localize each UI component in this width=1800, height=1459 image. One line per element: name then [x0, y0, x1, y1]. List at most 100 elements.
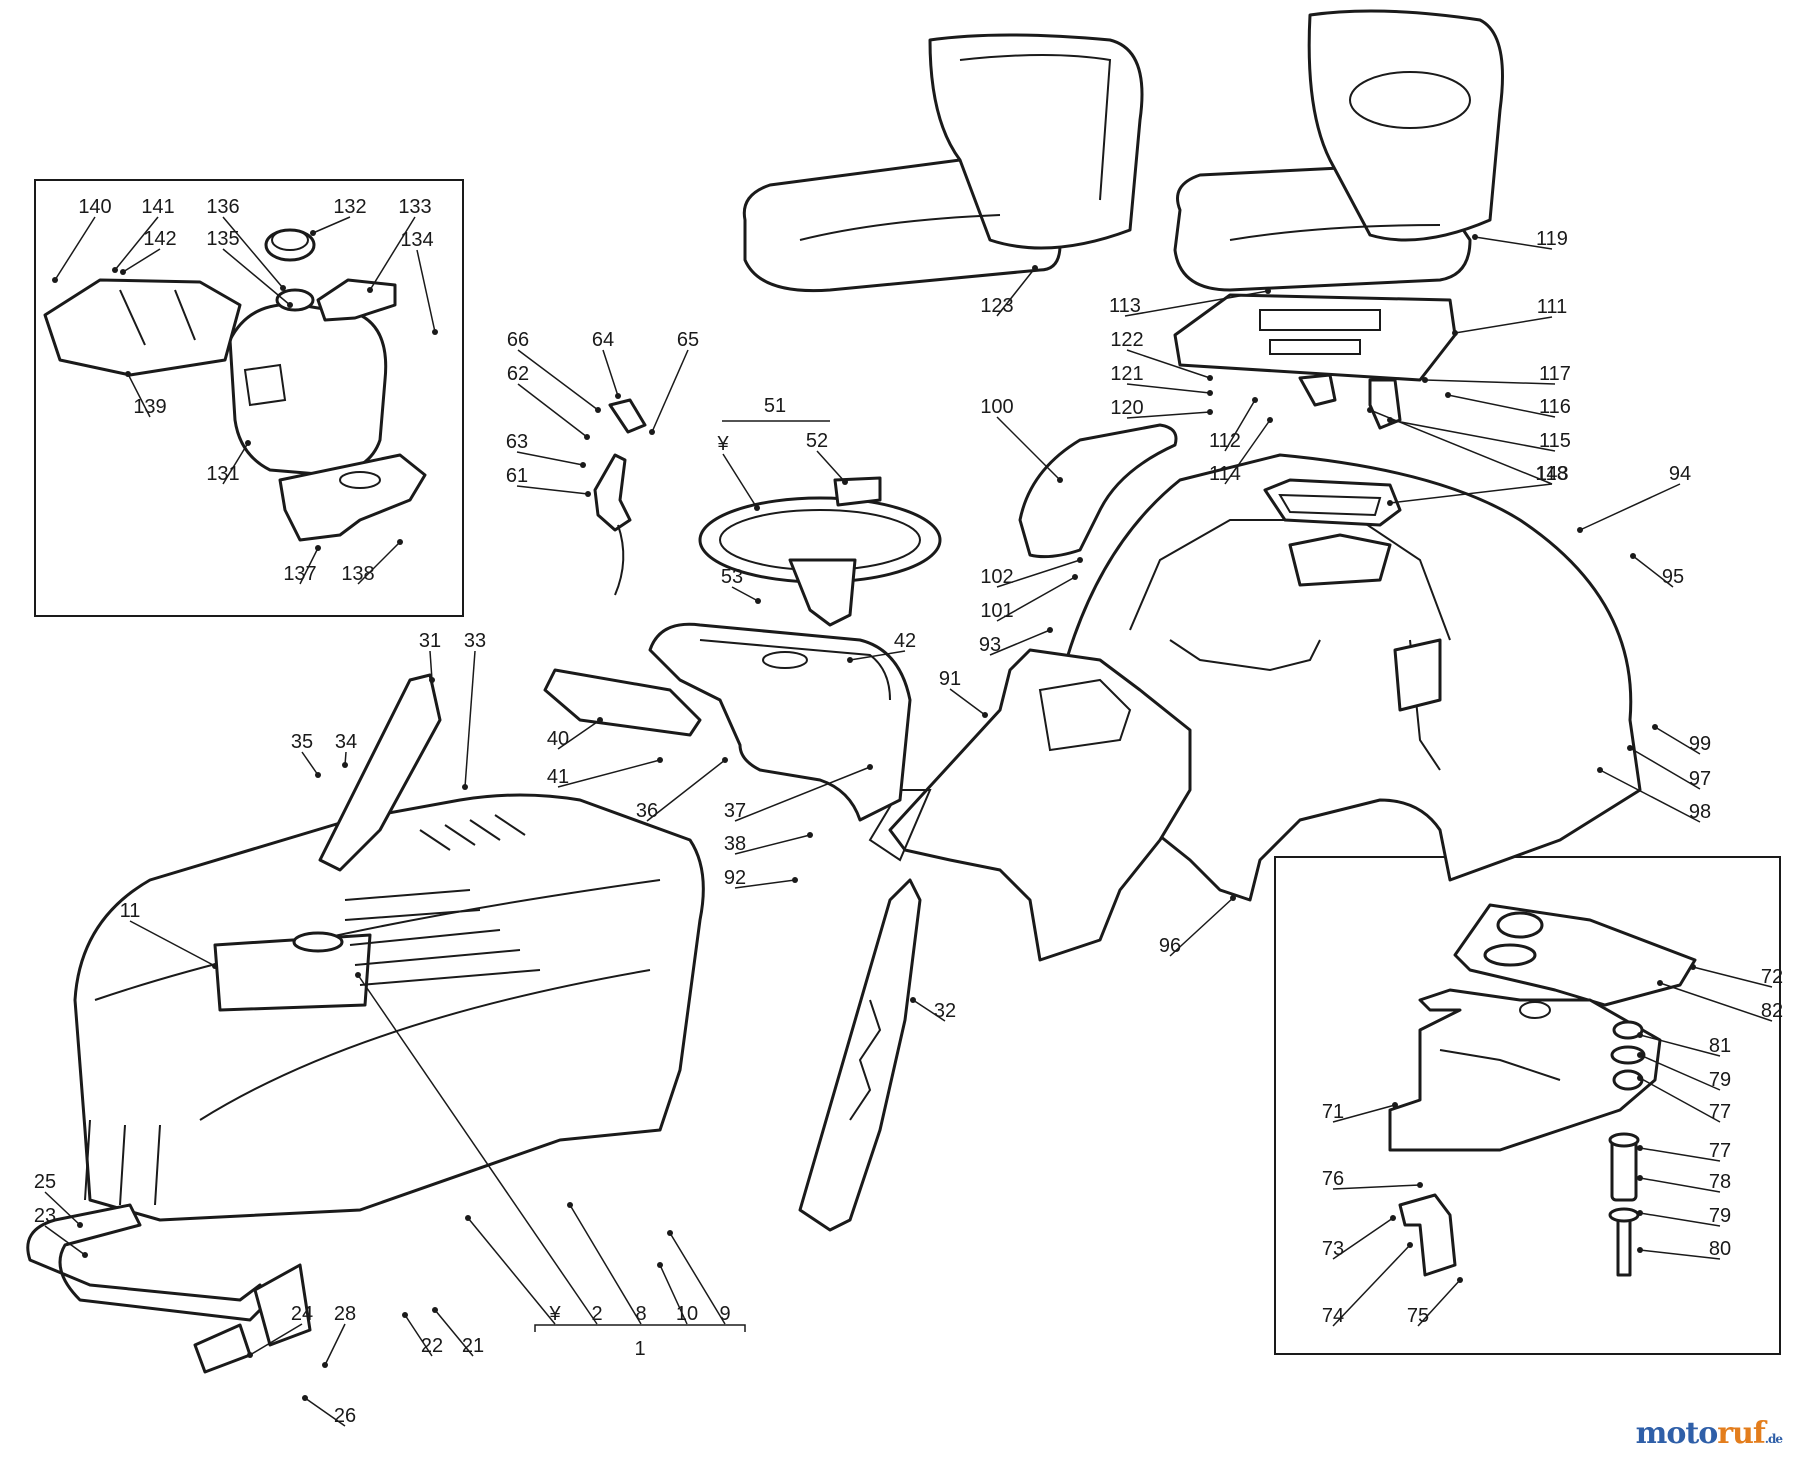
console-tray-143: [1263, 478, 1402, 527]
leader-point-28: [322, 1362, 328, 1368]
leader-line-102: [996, 559, 1081, 588]
callout-label-95: 95: [1662, 566, 1684, 588]
leader-point-76: [1417, 1182, 1423, 1188]
leader-line-24: [249, 1323, 303, 1356]
leader-line-32: [912, 999, 946, 1022]
leader-line-98: [1599, 769, 1701, 823]
callout-label-134: 134: [400, 229, 433, 251]
leader-point-33: [462, 784, 468, 790]
callout-label-136: 136: [206, 196, 239, 218]
leader-point-139: [125, 371, 131, 377]
leader-line-11: [129, 920, 216, 967]
leader-point-100: [1057, 477, 1063, 483]
callout-label-94: 94: [1669, 463, 1691, 485]
leader-line-79: [1639, 1054, 1721, 1091]
leader-line-75: [1417, 1279, 1461, 1327]
callout-label-92: 92: [724, 867, 746, 889]
tank-tray-inset-box: [1274, 856, 1781, 1355]
leader-point-2: [355, 972, 361, 978]
callout-label-65: 65: [677, 329, 699, 351]
leader-line-114: [1224, 419, 1271, 485]
leader-line-28: [324, 1323, 346, 1366]
leader-point-77: [1637, 1145, 1643, 1151]
callout-label-99: 99: [1689, 733, 1711, 755]
callout-label-24: 24: [291, 1303, 313, 1325]
leader-point-143: [1387, 500, 1393, 506]
callout-label-32: 32: [934, 1000, 956, 1022]
seat-119: [1173, 9, 1504, 292]
tank-71: [1388, 988, 1662, 1152]
callout-label-123: 123: [980, 295, 1013, 317]
callout-label-138: 138: [341, 563, 374, 585]
leader-point-112: [1252, 397, 1258, 403]
leader-point-35: [315, 772, 321, 778]
leader-point-136: [280, 285, 286, 291]
callout-label-72: 72: [1761, 966, 1783, 988]
leader-line-132: [312, 216, 351, 234]
leader-line-42: [849, 650, 906, 661]
leader-line-62: [517, 383, 588, 438]
leader-line-78: [1639, 1177, 1721, 1193]
leader-line-143: [1389, 483, 1553, 504]
leader-line-82: [1659, 982, 1773, 1022]
callout-label-97: 97: [1689, 768, 1711, 790]
callout-label-75: 75: [1407, 1305, 1429, 1327]
leader-point-41: [657, 757, 663, 763]
leader-point-52: [842, 479, 848, 485]
spacer-stack: [1608, 1020, 1646, 1277]
leader-point-132: [310, 230, 316, 236]
callout-label-74: 74: [1322, 1305, 1344, 1327]
callout-label-52: 52: [806, 430, 828, 452]
tray-72: [1453, 903, 1697, 1007]
leader-point-135: [287, 302, 293, 308]
callout-label-66: 66: [507, 329, 529, 351]
leader-point-119: [1472, 234, 1478, 240]
steering-cap-52: [833, 476, 882, 507]
leader-line-63: [516, 451, 584, 466]
leader-line-37: [734, 766, 871, 822]
leader-line-41: [557, 759, 661, 788]
leader-line-120: [1126, 411, 1211, 419]
leader-line-77: [1639, 1077, 1721, 1123]
callout-label-37: 37: [724, 800, 746, 822]
watermark-moto: moto: [1635, 1416, 1719, 1451]
leader-point-138: [397, 539, 403, 545]
callout-label-137: 137: [283, 563, 316, 585]
leader-point-96: [1230, 895, 1236, 901]
callout-label-26: 26: [334, 1405, 356, 1427]
callout-label-111: 111: [1537, 296, 1567, 318]
leader-line-119: [1474, 236, 1553, 250]
leader-point-25: [77, 1222, 83, 1228]
leader-line-9: [669, 1232, 726, 1325]
leader-line-72: [1692, 966, 1773, 988]
leader-point-111: [1452, 330, 1458, 336]
leader-line-76: [1332, 1184, 1421, 1190]
steering-wheel-51: [698, 496, 942, 627]
callout-label-35: 35: [291, 731, 313, 753]
leader-point-122: [1207, 375, 1213, 381]
leader-line-¥: [722, 453, 758, 509]
leader-point-22: [402, 1312, 408, 1318]
leader-point-116: [1445, 392, 1451, 398]
callout-label-1: 1: [634, 1338, 645, 1360]
leader-point-142: [120, 269, 126, 275]
callout-label-140: 140: [78, 196, 111, 218]
leader-line-138: [357, 541, 401, 585]
bracket-137: [278, 453, 427, 542]
callout-label-114: 114: [1209, 463, 1241, 485]
callout-label-93: 93: [979, 634, 1001, 656]
bumper-bar: [26, 1203, 312, 1374]
hood-11: [73, 793, 705, 1222]
leader-point-102: [1077, 557, 1083, 563]
leader-line-141: [114, 216, 159, 271]
callout-label-23: 23: [34, 1205, 56, 1227]
leader-point-94: [1577, 527, 1583, 533]
leader-point-91: [982, 712, 988, 718]
leader-line-115: [1389, 419, 1556, 452]
callout-label-121: 121: [1110, 363, 1143, 385]
callout-label-113: 113: [1109, 295, 1141, 317]
leader-point-31: [429, 677, 435, 683]
callout-label-77: 77: [1709, 1140, 1731, 1162]
leader-point-74: [1407, 1242, 1413, 1248]
